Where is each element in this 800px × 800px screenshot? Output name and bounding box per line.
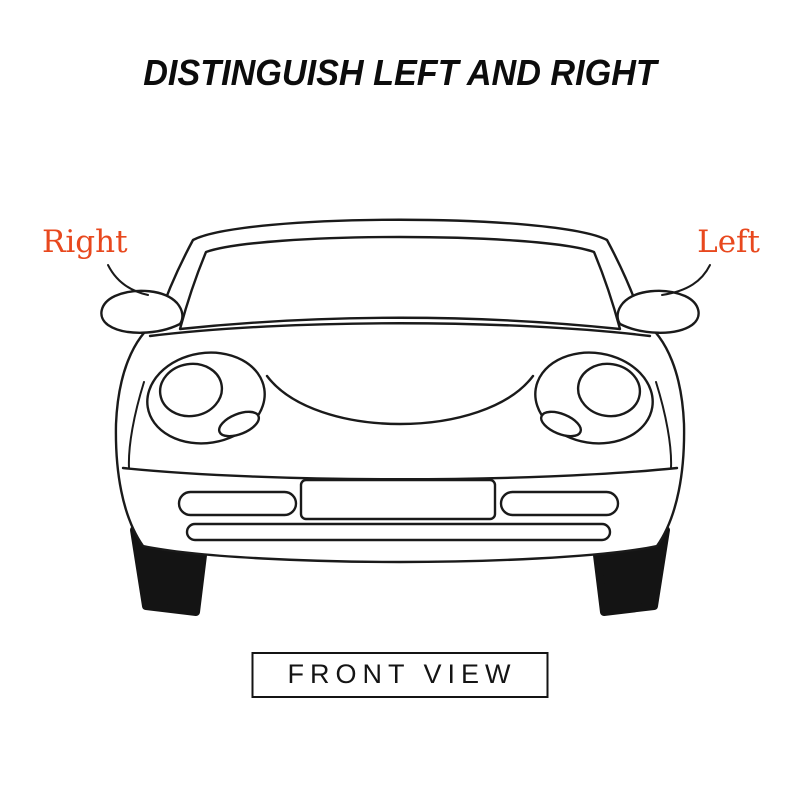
right-side-mirror — [616, 289, 700, 334]
license-plate — [299, 478, 497, 521]
hood-line — [265, 374, 535, 426]
left-grille-slot — [177, 490, 298, 517]
left-side-label: Left — [697, 224, 760, 260]
front-view-caption: FRONT VIEW — [251, 652, 549, 698]
left-side-mirror — [100, 289, 184, 334]
right-side-label: Right — [42, 224, 128, 260]
left-label-leader-line — [661, 264, 711, 296]
cowl-line — [148, 322, 652, 338]
right-label-leader-line — [107, 264, 149, 296]
lower-grille-slot — [185, 522, 612, 542]
left-fender-crease — [127, 381, 145, 469]
diagram-title: DISTINGUISH LEFT AND RIGHT — [143, 52, 657, 93]
right-grille-slot — [499, 490, 620, 517]
windshield-glass — [178, 235, 622, 331]
left-headlight — [146, 351, 266, 445]
right-fender-crease — [655, 381, 673, 469]
right-headlight — [534, 351, 654, 445]
